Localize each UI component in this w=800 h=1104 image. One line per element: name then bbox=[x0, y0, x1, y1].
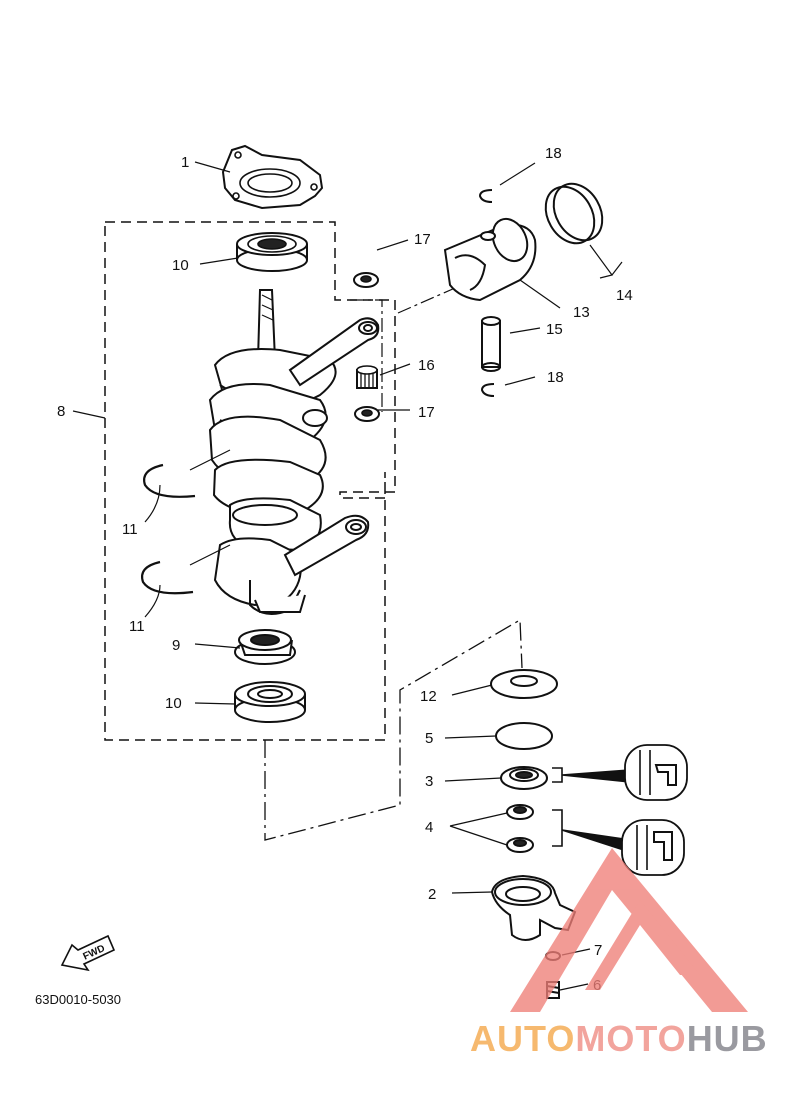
part-2-housing bbox=[490, 874, 577, 941]
part-17-lower-washer bbox=[354, 406, 380, 422]
callout-8: 8 bbox=[57, 403, 65, 420]
callout-7: 7 bbox=[594, 942, 602, 959]
part-11-lower-ring bbox=[141, 560, 194, 595]
part-18-upper-clip bbox=[478, 189, 493, 203]
watermark-text: AUTOMOTOHUB bbox=[470, 1018, 768, 1060]
callout-2: 2 bbox=[428, 886, 436, 903]
leader-lines bbox=[72, 161, 623, 991]
callout-11-upper: 11 bbox=[122, 521, 138, 538]
callout-17-upper: 17 bbox=[414, 231, 431, 248]
part-11-upper-ring bbox=[143, 463, 196, 498]
watermark-auto: AUTO bbox=[470, 1018, 576, 1059]
part-13-piston bbox=[443, 217, 537, 302]
part-14-piston-rings bbox=[544, 182, 604, 245]
part-17-upper-washer bbox=[353, 272, 379, 288]
callout-10-lower: 10 bbox=[165, 695, 182, 712]
watermark-moto: MOTO bbox=[575, 1018, 687, 1059]
part-15-piston-pin bbox=[481, 316, 501, 372]
callout-14: 14 bbox=[616, 287, 633, 304]
callout-12: 12 bbox=[420, 688, 437, 705]
callout-18-lower: 18 bbox=[547, 369, 564, 386]
seal-4-detail bbox=[552, 809, 685, 876]
part-18-lower-clip bbox=[480, 383, 495, 397]
callout-13: 13 bbox=[573, 304, 590, 321]
assembly-leader-line bbox=[264, 618, 523, 841]
part-9-seal bbox=[234, 629, 296, 665]
callout-11-lower: 11 bbox=[129, 618, 145, 635]
callout-3: 3 bbox=[425, 773, 433, 790]
callout-labels: 1 2 3 4 5 6 7 8 9 10 10 11 11 12 13 14 1… bbox=[57, 145, 633, 994]
callout-17-lower: 17 bbox=[418, 404, 435, 421]
callout-16: 16 bbox=[418, 357, 435, 374]
callout-5: 5 bbox=[425, 730, 433, 747]
callout-4: 4 bbox=[425, 819, 433, 836]
rod-axis-line bbox=[350, 287, 456, 412]
callout-15: 15 bbox=[546, 321, 563, 338]
seal-3-detail bbox=[552, 744, 688, 801]
part-code: 63D0010-5030 bbox=[35, 992, 121, 1007]
part-5-oring bbox=[495, 722, 553, 750]
fwd-arrow-icon: FWD bbox=[60, 934, 116, 972]
part-3-oil-seal bbox=[500, 766, 548, 790]
callout-18-upper: 18 bbox=[545, 145, 562, 162]
callout-1: 1 bbox=[181, 154, 189, 171]
part-10-upper-bearing bbox=[236, 232, 308, 272]
callout-9: 9 bbox=[172, 637, 180, 654]
assembly-8-boundary bbox=[104, 221, 396, 741]
watermark-hub: HUB bbox=[686, 1018, 768, 1059]
callout-10-upper: 10 bbox=[172, 257, 189, 274]
part-1-gasket bbox=[221, 144, 324, 210]
part-4-oil-seals bbox=[506, 804, 534, 853]
part-12-washer bbox=[490, 669, 558, 699]
part-8-crankshaft bbox=[208, 289, 380, 615]
watermark-logo-icon bbox=[510, 848, 748, 1012]
part-16-needle-bearing bbox=[356, 365, 378, 389]
part-10-lower-bearing bbox=[234, 681, 306, 723]
